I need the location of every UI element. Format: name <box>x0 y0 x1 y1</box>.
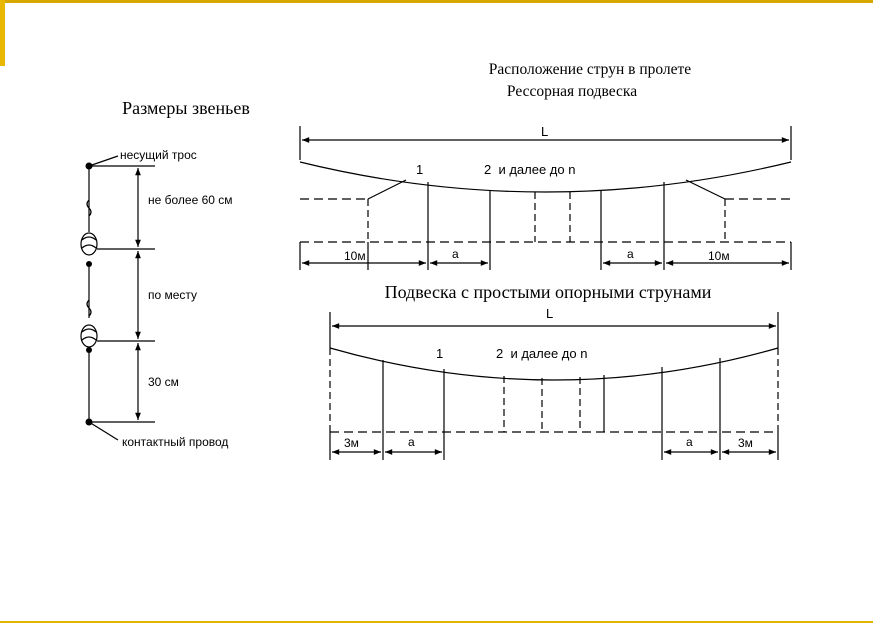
lower-dim-label: 30 см <box>148 375 179 389</box>
dropper-hook-lower <box>86 299 92 317</box>
simple-dropper-2-label: 2 и далее до n <box>496 346 587 361</box>
simple-left-a-label: а <box>408 435 415 449</box>
spring-left-a-label: а <box>452 247 459 261</box>
carrier-catenary <box>299 161 792 193</box>
clamp-point-lower <box>86 347 92 353</box>
simple-left-end-label: 3м <box>344 436 359 450</box>
middle-dim-label: по месту <box>148 288 197 302</box>
spring-clamp-lower <box>80 324 98 348</box>
spring-dropper-1-label: 1 <box>416 162 423 177</box>
spring-left-end-label: 10м <box>344 249 366 263</box>
clamp-point-upper <box>86 261 92 267</box>
top-accent-line <box>0 0 873 6</box>
simple-heading: Подвеска с простыми опорными струнами <box>385 282 712 302</box>
s-carrier-catenary <box>329 347 779 381</box>
spring-span-label: L <box>541 124 548 139</box>
bottom-accent-line <box>0 621 873 623</box>
contact-wire-point <box>85 418 93 426</box>
carrier-wire-point <box>85 162 93 170</box>
contact-leader <box>88 421 119 441</box>
simple-dropper-1-label: 1 <box>436 346 443 361</box>
main-title-line2: Рессорная подвеска <box>507 83 637 100</box>
left-accent-bar <box>0 0 5 66</box>
spring-coil-upper <box>81 236 97 249</box>
spring-coil-lower <box>81 328 97 341</box>
simple-right-end-label: 3м <box>738 436 753 450</box>
link-dimensions-diagram <box>80 155 155 441</box>
spring-suspension-diagram <box>299 126 792 270</box>
dropper-hook-upper <box>86 199 92 217</box>
spring-right-a-label: а <box>627 247 634 261</box>
spring-tie-right <box>685 179 726 200</box>
spring-tie-left <box>367 179 407 200</box>
contact-wire-label: контактный провод <box>122 435 228 449</box>
spring-right-end-label: 10м <box>708 249 730 263</box>
simple-span-label: L <box>546 306 553 321</box>
carrier-wire-label: несущий трос <box>120 148 197 162</box>
simple-suspension-diagram <box>329 312 779 460</box>
simple-right-a-label: а <box>686 435 693 449</box>
main-title-line1: Расположение струн в пролете <box>489 61 692 78</box>
carrier-leader <box>88 155 119 167</box>
left-heading: Размеры звеньев <box>122 98 250 118</box>
upper-dim-label: не более 60 см <box>148 193 233 207</box>
spring-dropper-2-label: 2 и далее до n <box>484 162 575 177</box>
spring-clamp-upper <box>80 232 98 256</box>
